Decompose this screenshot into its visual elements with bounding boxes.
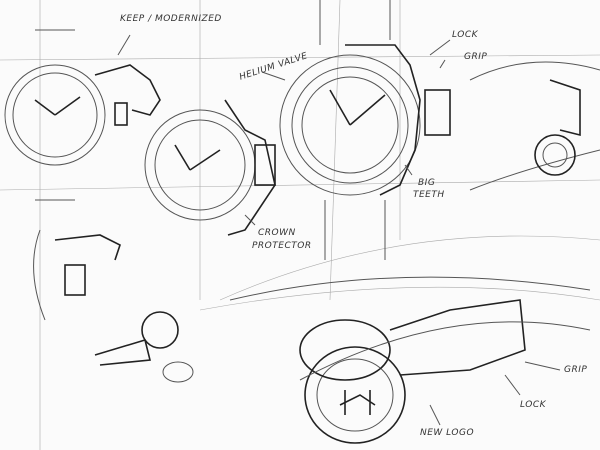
label-keep-modernized: KEEP / MODERNIZED <box>120 14 222 24</box>
watch-sketch-diver <box>279 0 451 260</box>
annotation-arrows <box>117 34 561 426</box>
watch-sketch-front <box>4 29 161 201</box>
label-lock-top: LOCK <box>452 30 479 40</box>
label-crown: CROWN <box>258 228 296 238</box>
label-big: BIG <box>418 178 436 188</box>
label-grip-top: GRIP <box>464 52 488 62</box>
crown-detail-sketches <box>33 229 194 383</box>
label-teeth: TEETH <box>413 190 445 200</box>
crown-side-view <box>469 61 600 191</box>
label-protector: PROTECTOR <box>252 241 312 251</box>
label-grip-bottom: GRIP <box>564 365 588 375</box>
label-new-logo: NEW LOGO <box>420 428 475 438</box>
label-lock-bottom: LOCK <box>520 400 547 410</box>
watch-sketch-angled <box>144 99 276 236</box>
crown-closeup <box>229 276 591 444</box>
